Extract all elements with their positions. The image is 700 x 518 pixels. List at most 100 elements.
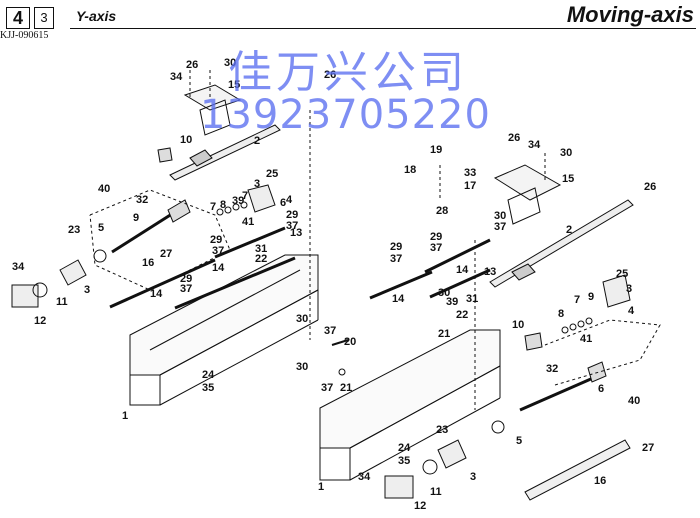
callout-3: 3 <box>470 471 476 483</box>
callout-40: 40 <box>98 183 110 195</box>
callout-37: 37 <box>286 220 298 232</box>
callout-29: 29 <box>430 231 442 243</box>
callout-35: 35 <box>202 382 214 394</box>
callout-24: 24 <box>398 442 411 454</box>
left-bearing-block <box>93 249 107 263</box>
callout-29: 29 <box>210 234 222 246</box>
callout-25: 25 <box>616 268 628 280</box>
callout-26: 26 <box>644 181 656 193</box>
callout-14: 14 <box>150 288 163 300</box>
callout-14: 14 <box>212 262 225 274</box>
callout-9: 9 <box>588 291 594 303</box>
callout-24: 24 <box>202 369 215 381</box>
right-bearing-support <box>602 274 631 308</box>
callout-8: 8 <box>220 199 226 211</box>
right-linear-rail <box>489 199 634 288</box>
callout-31: 31 <box>466 293 478 305</box>
callout-29: 29 <box>180 273 192 285</box>
callout-5: 5 <box>98 222 104 234</box>
right-bearing-block <box>491 420 505 434</box>
callout-11: 11 <box>430 486 442 498</box>
callout-37: 37 <box>180 283 192 295</box>
callout-2: 2 <box>566 224 572 236</box>
callout-3: 3 <box>84 284 90 296</box>
callout-5: 5 <box>516 435 522 447</box>
callout-4: 4 <box>286 194 293 206</box>
callout-3: 3 <box>254 178 260 190</box>
callout-30: 30 <box>438 287 450 299</box>
sub-number-box: 3 <box>34 7 54 29</box>
right-base-end <box>319 447 351 481</box>
callout-27: 27 <box>642 442 654 454</box>
right-assembly-drawing <box>319 150 661 501</box>
callout-8: 8 <box>558 308 564 320</box>
callout-32: 32 <box>136 194 148 206</box>
right-slider-plate <box>493 164 562 201</box>
callout-28: 28 <box>436 205 448 217</box>
callout-22: 22 <box>456 309 468 321</box>
callout-3: 3 <box>626 283 632 295</box>
watermark-phone: 13923705220 <box>200 92 491 138</box>
callout-26: 26 <box>508 132 520 144</box>
callout-27: 27 <box>160 248 172 260</box>
callout-29: 29 <box>286 209 298 221</box>
document-code: KJJ-090615 <box>0 30 49 41</box>
callout-37: 37 <box>390 253 402 265</box>
callout-29: 29 <box>390 241 402 253</box>
callout-2: 2 <box>254 135 260 147</box>
callout-21: 21 <box>340 382 352 394</box>
callout-37: 37 <box>494 221 506 233</box>
callout-32: 32 <box>546 363 558 375</box>
left-rail-block <box>189 149 213 167</box>
right-rail-block <box>511 263 536 281</box>
callout-22: 22 <box>255 253 267 265</box>
callout-10: 10 <box>512 319 524 331</box>
header-rule <box>70 28 696 29</box>
callout-12: 12 <box>414 500 426 512</box>
callout-39: 39 <box>232 195 244 207</box>
right-ball-screw <box>519 373 601 412</box>
left-motor <box>11 284 39 308</box>
callout-17: 17 <box>464 180 476 192</box>
callout-30: 30 <box>494 210 506 222</box>
callout-18: 18 <box>404 164 416 176</box>
callout-16: 16 <box>142 257 154 269</box>
callout-9: 9 <box>133 212 139 224</box>
right-cover-strip <box>524 439 631 501</box>
callout-23: 23 <box>68 224 80 236</box>
callout-34: 34 <box>12 261 25 273</box>
page-number-box: 4 <box>6 7 30 29</box>
left-base-end <box>129 374 161 406</box>
assembly-title: Moving-axis <box>566 2 694 27</box>
page-header: 4 3 KJJ-090615 Y-axis Moving-axis <box>0 0 700 41</box>
callout-21: 21 <box>438 328 450 340</box>
callout-7: 7 <box>574 294 580 306</box>
callout-10: 10 <box>180 134 192 146</box>
callout-16: 16 <box>594 475 606 487</box>
callout-40: 40 <box>628 395 640 407</box>
callout-1: 1 <box>122 410 128 422</box>
section-title: Y-axis <box>76 8 117 24</box>
callout-41: 41 <box>242 216 254 228</box>
callout-30: 30 <box>560 147 572 159</box>
callout-34: 34 <box>170 71 183 83</box>
callout-37: 37 <box>430 242 442 254</box>
callout-26: 26 <box>186 59 198 71</box>
callout-20: 20 <box>344 336 356 348</box>
callout-4: 4 <box>628 305 635 317</box>
callout-6: 6 <box>598 383 604 395</box>
right-motor <box>384 475 414 499</box>
callout-7: 7 <box>210 201 216 213</box>
callout-15: 15 <box>228 79 240 91</box>
left-assembly-drawing <box>11 70 349 406</box>
callout-41: 41 <box>580 333 592 345</box>
callout-11: 11 <box>56 296 68 308</box>
callout-13: 13 <box>484 266 496 278</box>
left-screw-nut <box>167 199 191 223</box>
callout-34: 34 <box>358 471 371 483</box>
callout-25: 25 <box>266 168 278 180</box>
callout-12: 12 <box>34 315 46 327</box>
